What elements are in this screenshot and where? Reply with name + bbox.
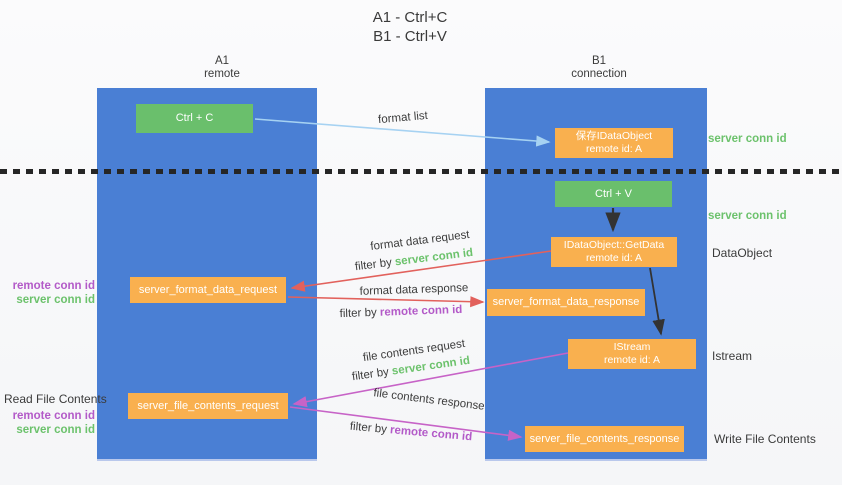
read-file-contents-label: Read File Contents [4,392,107,406]
idataobject-getdata-box: IDataObject::GetData remote id: A [551,237,677,267]
column-header-a1: A1 remote [204,55,240,81]
ctrl-c-box: Ctrl + C [136,104,253,133]
remote-conn-id-label: remote conn id [12,280,95,292]
istream-box: IStream remote id: A [568,339,696,369]
save-idataobject-line2: remote id: A [585,143,643,155]
conn-id-pair-format: remote conn id server conn id [0,279,95,307]
filter-prefix: filter by [339,306,381,321]
server-format-data-request-box: server_format_data_request [130,277,286,303]
server-format-data-response-label: server_format_data_response [492,296,640,308]
column-b1-role: connection [571,68,627,80]
title-line-2: B1 - Ctrl+V [373,28,447,45]
server-file-contents-request-box: server_file_contents_request [128,393,288,419]
column-b1-name: B1 [591,55,607,67]
istream-line2: remote id: A [603,354,661,366]
server-file-contents-request-label: server_file_contents_request [137,399,279,412]
remote-conn-id-label: remote conn id [12,410,95,422]
server-conn-id-label-top: server conn id [708,133,787,145]
getdata-to-istream-arrow [649,267,665,336]
server-conn-id-label: server conn id [16,424,95,436]
getdata-line1: IDataObject::GetData [563,239,665,251]
save-idataobject-box: 保存IDataObject remote id: A [555,128,673,158]
format-data-response-arrow [287,296,485,308]
file-contents-request-arrow [292,352,569,408]
ctrl-v-box: Ctrl + V [555,181,672,207]
ctrl-c-label: Ctrl + C [175,112,214,124]
istream-line1: IStream [613,341,651,353]
column-a1-name: A1 [214,55,230,67]
format-data-request-arrow [290,250,552,292]
format-list-arrow [254,118,551,147]
write-file-contents-label: Write File Contents [714,432,816,446]
file-contents-response-arrow [289,406,523,441]
getdata-line2: remote id: A [585,252,643,264]
dataobject-label: DataObject [712,246,773,260]
title-line-1: A1 - Ctrl+C [372,9,448,26]
column-header-b1: B1 connection [571,55,627,81]
server-format-data-response-box: server_format_data_response [487,289,645,316]
session-divider-dotted-line [0,169,842,174]
server-format-data-request-label: server_format_data_request [138,283,278,296]
istream-side-label: Istream [712,349,753,363]
column-a1-role: remote [204,68,240,80]
diagram-title: A1 - Ctrl+C B1 - Ctrl+V [373,8,448,46]
save-idataobject-line1: 保存IDataObject [575,130,653,142]
conn-id-pair-file: remote conn id server conn id [0,409,95,437]
server-conn-id-label: server conn id [16,294,95,306]
server-file-contents-response-box: server_file_contents_response [525,426,684,452]
server-conn-id-label-mid: server conn id [708,210,787,222]
ctrl-v-label: Ctrl + V [595,187,632,200]
server-file-contents-response-label: server_file_contents_response [529,432,680,445]
